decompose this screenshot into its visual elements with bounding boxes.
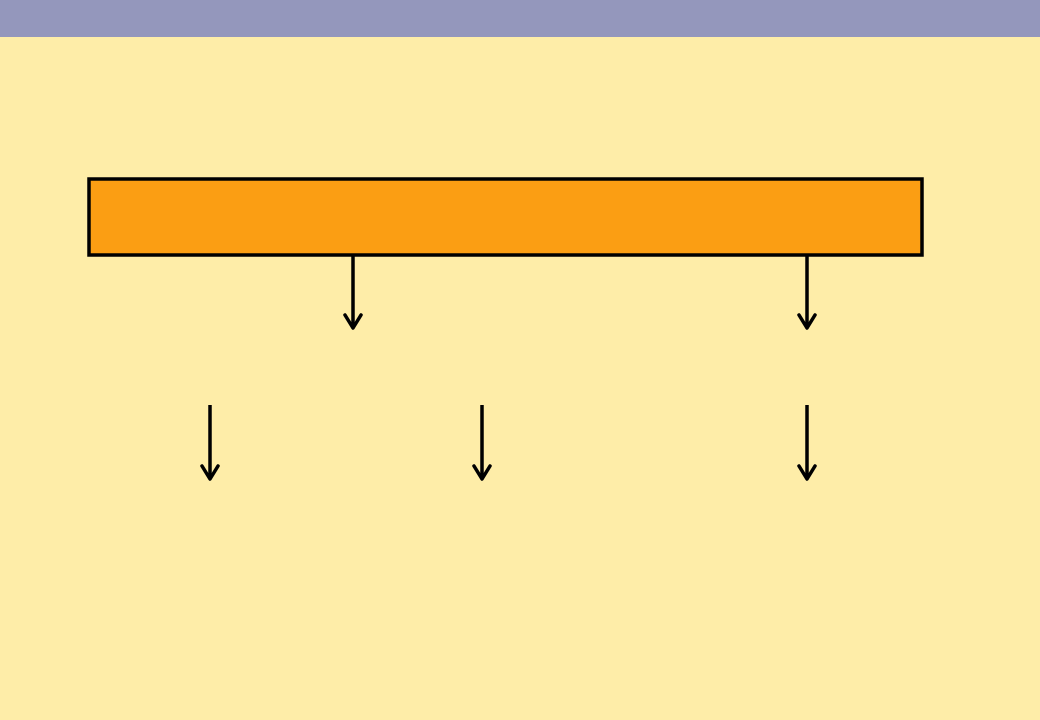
arrows-group: [200, 255, 817, 481]
slide-canvas: [0, 37, 1040, 720]
arrow-middle-lower: [472, 405, 492, 481]
arrow-left-lower-head: [200, 464, 220, 481]
arrow-left-upper-head: [343, 313, 363, 330]
arrow-left-upper: [343, 255, 363, 330]
arrow-left-lower: [200, 405, 220, 481]
arrow-right-lower-head: [797, 464, 817, 481]
arrow-right-upper: [797, 255, 817, 330]
top-box: [87, 177, 924, 257]
header-band: [0, 0, 1040, 37]
arrow-middle-lower-head: [472, 464, 492, 481]
arrow-right-lower: [797, 405, 817, 481]
arrow-right-upper-head: [797, 313, 817, 330]
